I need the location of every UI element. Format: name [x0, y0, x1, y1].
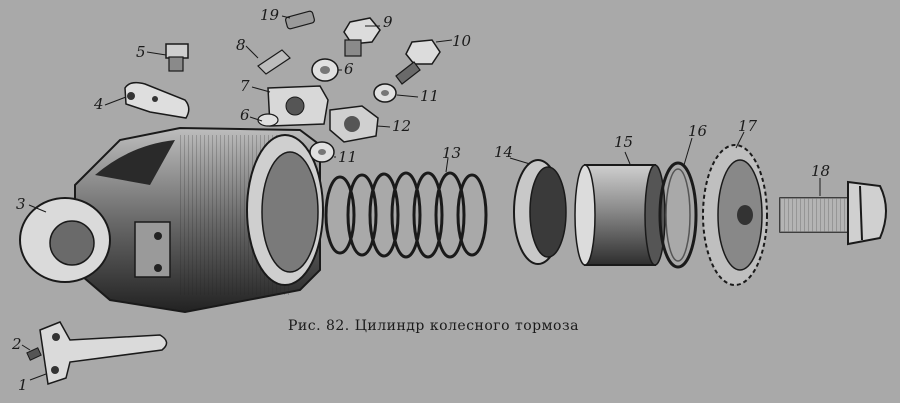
callout-7: 7: [240, 77, 250, 95]
callout-19: 19: [260, 6, 280, 24]
part-cup: [513, 159, 567, 265]
callout-6: 6: [240, 106, 250, 124]
part-washer-11b: [309, 141, 335, 163]
callout-15: 15: [614, 133, 634, 151]
callout-16: 16: [688, 122, 708, 140]
part-bleeder-8: [257, 49, 291, 75]
callout-6b: 6: [344, 60, 354, 78]
callout-10: 10: [452, 32, 472, 50]
callout-11b: 11: [338, 148, 358, 166]
part-lever: [39, 321, 168, 385]
part-plug-19: [284, 10, 316, 30]
callout-12: 12: [392, 117, 412, 135]
part-bracket: [124, 81, 190, 119]
part-bolt-10: [395, 39, 441, 85]
part-ring: [658, 161, 698, 269]
part-screw-5: [165, 43, 189, 72]
callout-8: 8: [236, 36, 246, 54]
callout-5: 5: [136, 43, 146, 61]
part-adjusting-screw: [779, 180, 887, 246]
part-washer-11: [373, 83, 397, 103]
part-nut-12: [329, 105, 379, 143]
figure-caption: Рис. 82. Цилиндр колесного тормоза: [288, 318, 579, 334]
callout-18: 18: [811, 162, 831, 180]
callout-1: 1: [18, 376, 28, 394]
part-washer-6b: [257, 113, 279, 127]
part-fitting-7: [267, 85, 329, 127]
part-pin: [26, 347, 42, 361]
part-spring: [324, 171, 488, 259]
callout-13: 13: [442, 144, 462, 162]
callout-4: 4: [94, 95, 104, 113]
part-bolt-9: [343, 17, 381, 57]
part-gear: [702, 144, 768, 286]
callout-3: 3: [16, 195, 26, 213]
part-washer-6: [311, 58, 339, 82]
callout-2: 2: [12, 335, 22, 353]
callout-11: 11: [420, 87, 440, 105]
callout-14: 14: [494, 143, 514, 161]
leader-lines: [21, 15, 821, 381]
part-housing: [19, 126, 324, 314]
callout-17: 17: [738, 117, 758, 135]
callout-9: 9: [383, 13, 393, 31]
part-piston: [574, 164, 666, 266]
